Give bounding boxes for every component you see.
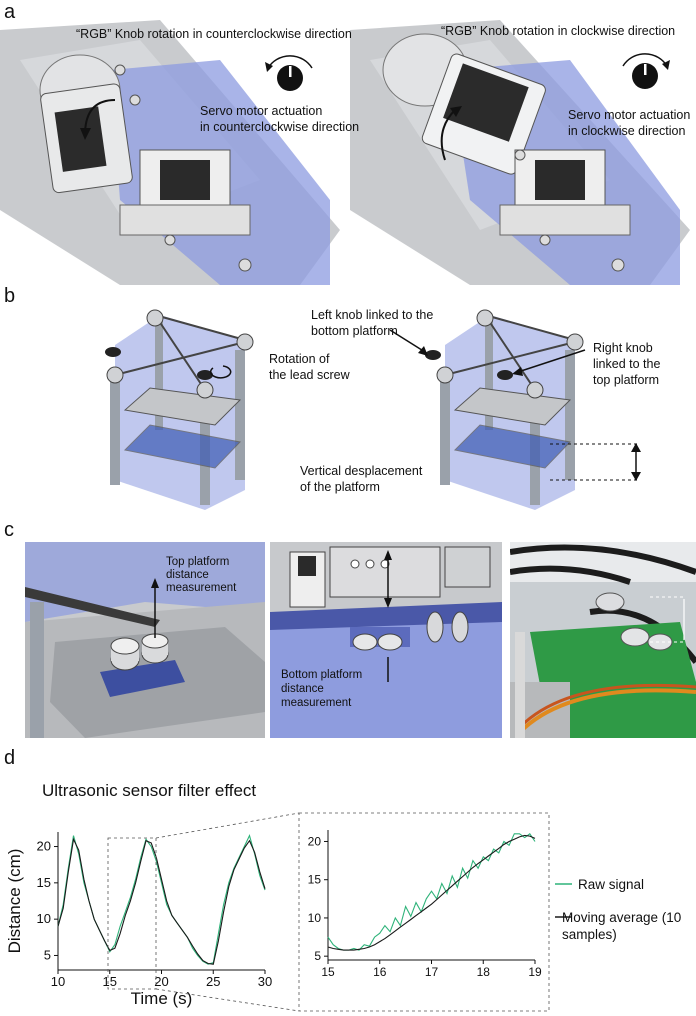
legend-raw-label: Raw signal xyxy=(578,877,645,892)
label-bottom-platform-1: Bottom platform xyxy=(281,669,363,681)
label-bottom-platform-2: distance xyxy=(281,683,324,695)
panel-b-arrows xyxy=(389,329,641,481)
panel-a-right-render xyxy=(350,0,696,285)
caption-servo-ccw-2: in counterclockwise direction xyxy=(200,120,360,134)
legend-avg-label: Moving average (10 samples) xyxy=(562,909,692,943)
panel-letter-d: d xyxy=(4,747,16,769)
label-right-knob-1: Right knob xyxy=(593,341,653,355)
panel-letter-a: a xyxy=(4,1,16,23)
zoom-connector xyxy=(107,812,550,1012)
y-tick-label: 5 xyxy=(44,947,51,962)
caption-rgb-ccw: “RGB” Knob rotation in counterclockwise … xyxy=(76,27,352,41)
panel-b-left-render xyxy=(95,300,275,515)
y-tick-label: 15 xyxy=(37,875,51,890)
label-bottom-platform-3: measurement xyxy=(281,697,352,709)
chart-title: Ultrasonic sensor filter effect xyxy=(42,781,257,800)
moving-average-line xyxy=(57,837,266,965)
raw-signal-line xyxy=(327,833,536,951)
caption-servo-cw-1: Servo motor actuation xyxy=(568,108,691,122)
label-rotation-2: the lead screw xyxy=(269,368,350,382)
panel-letter-b: b xyxy=(4,285,16,307)
x-tick-label: 15 xyxy=(103,974,117,989)
y-tick-label: 15 xyxy=(308,873,322,887)
x-tick-label: 10 xyxy=(51,974,65,989)
y-tick-label: 20 xyxy=(37,839,51,854)
panel-c-top-sensor-render xyxy=(25,542,265,738)
legend-avg-text: Moving average (10 samples) xyxy=(562,910,682,942)
x-tick-label: 30 xyxy=(258,974,272,989)
x-tick-label: 18 xyxy=(477,965,491,979)
x-tick-label: 19 xyxy=(528,965,542,979)
panel-c-bottom-sensor-render xyxy=(270,542,502,738)
label-vertical-2: of the platform xyxy=(300,480,380,494)
y-tick-label: 10 xyxy=(308,911,322,925)
moving-average-line xyxy=(327,834,536,951)
y-tick-label: 5 xyxy=(314,949,321,963)
label-top-platform-1: Top platform xyxy=(166,556,230,568)
clockwise-dial-icon xyxy=(622,53,670,89)
label-left-knob-2: bottom platform xyxy=(311,324,398,338)
label-top-platform-2: distance xyxy=(166,569,209,581)
y-tick-label: 20 xyxy=(308,834,322,848)
y-axis-label: Distance (cm) xyxy=(5,849,24,954)
x-tick-label: 17 xyxy=(425,965,439,979)
label-top-platform-3: measurement xyxy=(166,582,237,594)
caption-servo-ccw-1: Servo motor actuation xyxy=(200,104,323,118)
y-tick-label: 10 xyxy=(37,911,51,926)
panel-letter-c: c xyxy=(4,519,14,541)
x-tick-label: 15 xyxy=(321,965,335,979)
chart-zoom: 15 16 17 18 19 5 10 15 20 xyxy=(308,830,542,979)
counterclockwise-dial-icon xyxy=(265,55,313,91)
x-tick-label: 16 xyxy=(373,965,387,979)
x-tick-label: 25 xyxy=(206,974,220,989)
label-right-knob-2: linked to the xyxy=(593,357,661,371)
legend-swatches xyxy=(555,883,572,918)
x-tick-label: 20 xyxy=(154,974,168,989)
label-vertical-1: Vertical desplacement xyxy=(300,464,423,478)
panel-a-left-render xyxy=(0,0,350,285)
label-rotation-1: Rotation of xyxy=(269,352,330,366)
panel-c-device-photo xyxy=(510,542,696,738)
label-right-knob-3: top platform xyxy=(593,373,660,387)
label-left-knob-1: Left knob linked to the xyxy=(311,308,434,322)
x-axis-label: Time (s) xyxy=(131,989,193,1008)
caption-rgb-cw: “RGB” Knob rotation in clockwise directi… xyxy=(441,24,676,38)
caption-servo-cw-2: in clockwise direction xyxy=(568,124,686,138)
